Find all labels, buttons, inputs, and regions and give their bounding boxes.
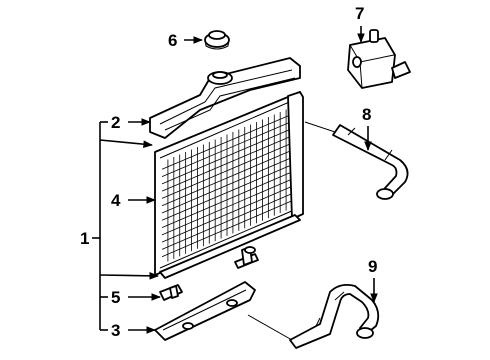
callout-8-label: 8	[362, 105, 371, 124]
core-tube-line	[161, 200, 293, 258]
lower-bracket-part	[159, 284, 183, 301]
callout-5-label: 5	[111, 288, 120, 307]
lower-hose-leader-line	[247, 314, 293, 341]
core-tube-line	[161, 178, 293, 236]
core-tube-line	[161, 149, 293, 207]
side-tank-part	[287, 91, 304, 220]
core-tube-line	[161, 171, 293, 228]
callout-1-label: 1	[80, 229, 89, 248]
radiator-cap-part	[204, 30, 230, 50]
core-tube-line	[161, 113, 293, 170]
reservoir-tank-part	[347, 29, 411, 89]
core-tube-line	[161, 142, 293, 199]
callout-1-bracket	[92, 121, 159, 331]
callout-2-label: 2	[111, 113, 120, 132]
lower-support-part	[154, 281, 256, 341]
callout-4-label: 4	[111, 191, 121, 210]
callout-6-label: 6	[168, 31, 177, 50]
core-tube-line	[161, 121, 293, 177]
core-tube-line	[161, 193, 293, 250]
callout-3-label: 3	[111, 321, 120, 340]
callout-7-label: 7	[355, 4, 364, 23]
callout-9-label: 9	[368, 257, 377, 276]
filler-neck-part	[207, 71, 233, 85]
core-tube-line	[161, 164, 293, 221]
upper-hose-leader-line	[304, 121, 336, 133]
core-tube-line	[161, 128, 293, 185]
upper-hose-part	[332, 124, 409, 200]
core-tube-line	[161, 185, 293, 243]
lower-seal-strip-part	[159, 214, 301, 279]
core-tube-line	[161, 157, 293, 214]
radiator-core-fins	[161, 109, 293, 262]
core-tube-line	[161, 135, 293, 192]
drain-cock-part	[234, 246, 259, 269]
upper-support-part	[149, 57, 301, 139]
lower-hose-part	[289, 283, 380, 349]
